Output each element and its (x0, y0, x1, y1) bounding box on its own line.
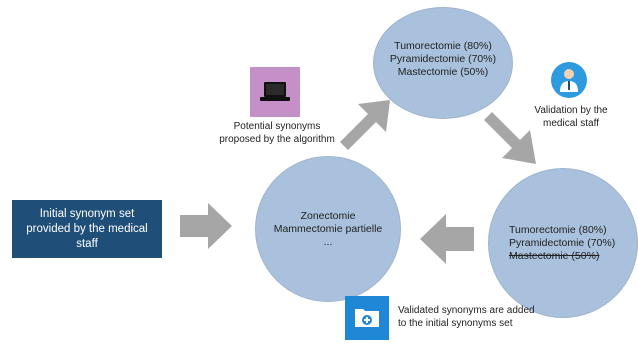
folder-add-icon-tile (345, 296, 389, 340)
doctor-icon (551, 62, 587, 98)
validation-caption-line1: Validation by the (534, 105, 608, 116)
folder-add-icon (355, 309, 379, 327)
initial-synonym-set-label: Initial synonym set provided by the medi… (26, 207, 148, 250)
initial-term-2: Mammectomie partielle (273, 222, 383, 235)
algorithm-caption-line1: Potential synonyms (233, 121, 321, 132)
laptop-icon (260, 82, 290, 101)
initial-synonym-set-box: Initial synonym set provided by the medi… (12, 200, 162, 258)
validation-caption: Validation by the medical staff (526, 104, 616, 130)
initial-term-more: ... (323, 235, 333, 248)
added-caption-line1: Validated synonyms are added (398, 305, 535, 316)
arrow-to-left-circle (180, 203, 232, 249)
arrow-to-right-circle (484, 112, 536, 164)
proposed-synonym-1: Tumorectomie (80%) (394, 40, 492, 52)
algorithm-caption: Potential synonyms proposed by the algor… (208, 120, 346, 146)
validated-synonym-2: Pyramidectomie (70%) (509, 236, 616, 249)
rejected-synonym: Mastectomie (50%) (509, 249, 600, 262)
arrow-back-to-left-circle (420, 214, 474, 264)
arrow-to-top-circle (340, 100, 390, 150)
proposed-synonyms-circle: Tumorectomie (80%) Pyramidectomie (70%) … (373, 7, 513, 119)
proposed-synonym-2: Pyramidectomie (70%) (389, 53, 497, 65)
proposed-synonym-3: Mastectomie (50%) (397, 66, 489, 78)
algorithm-caption-line2: proposed by the algorithm (219, 134, 335, 145)
added-caption-line2: to the initial synonyms set (398, 318, 513, 329)
validation-caption-line2: medical staff (543, 118, 599, 129)
initial-terms-circle: Zonectomie Mammectomie partielle ... (255, 156, 401, 302)
validated-synonyms-circle: Tumorectomie (80%) Pyramidectomie (70%) … (488, 168, 638, 318)
laptop-icon-tile (250, 67, 300, 117)
added-caption: Validated synonyms are added to the init… (398, 304, 558, 330)
initial-term-1: Zonectomie (300, 209, 356, 222)
validated-synonym-1: Tumorectomie (80%) (509, 223, 607, 236)
